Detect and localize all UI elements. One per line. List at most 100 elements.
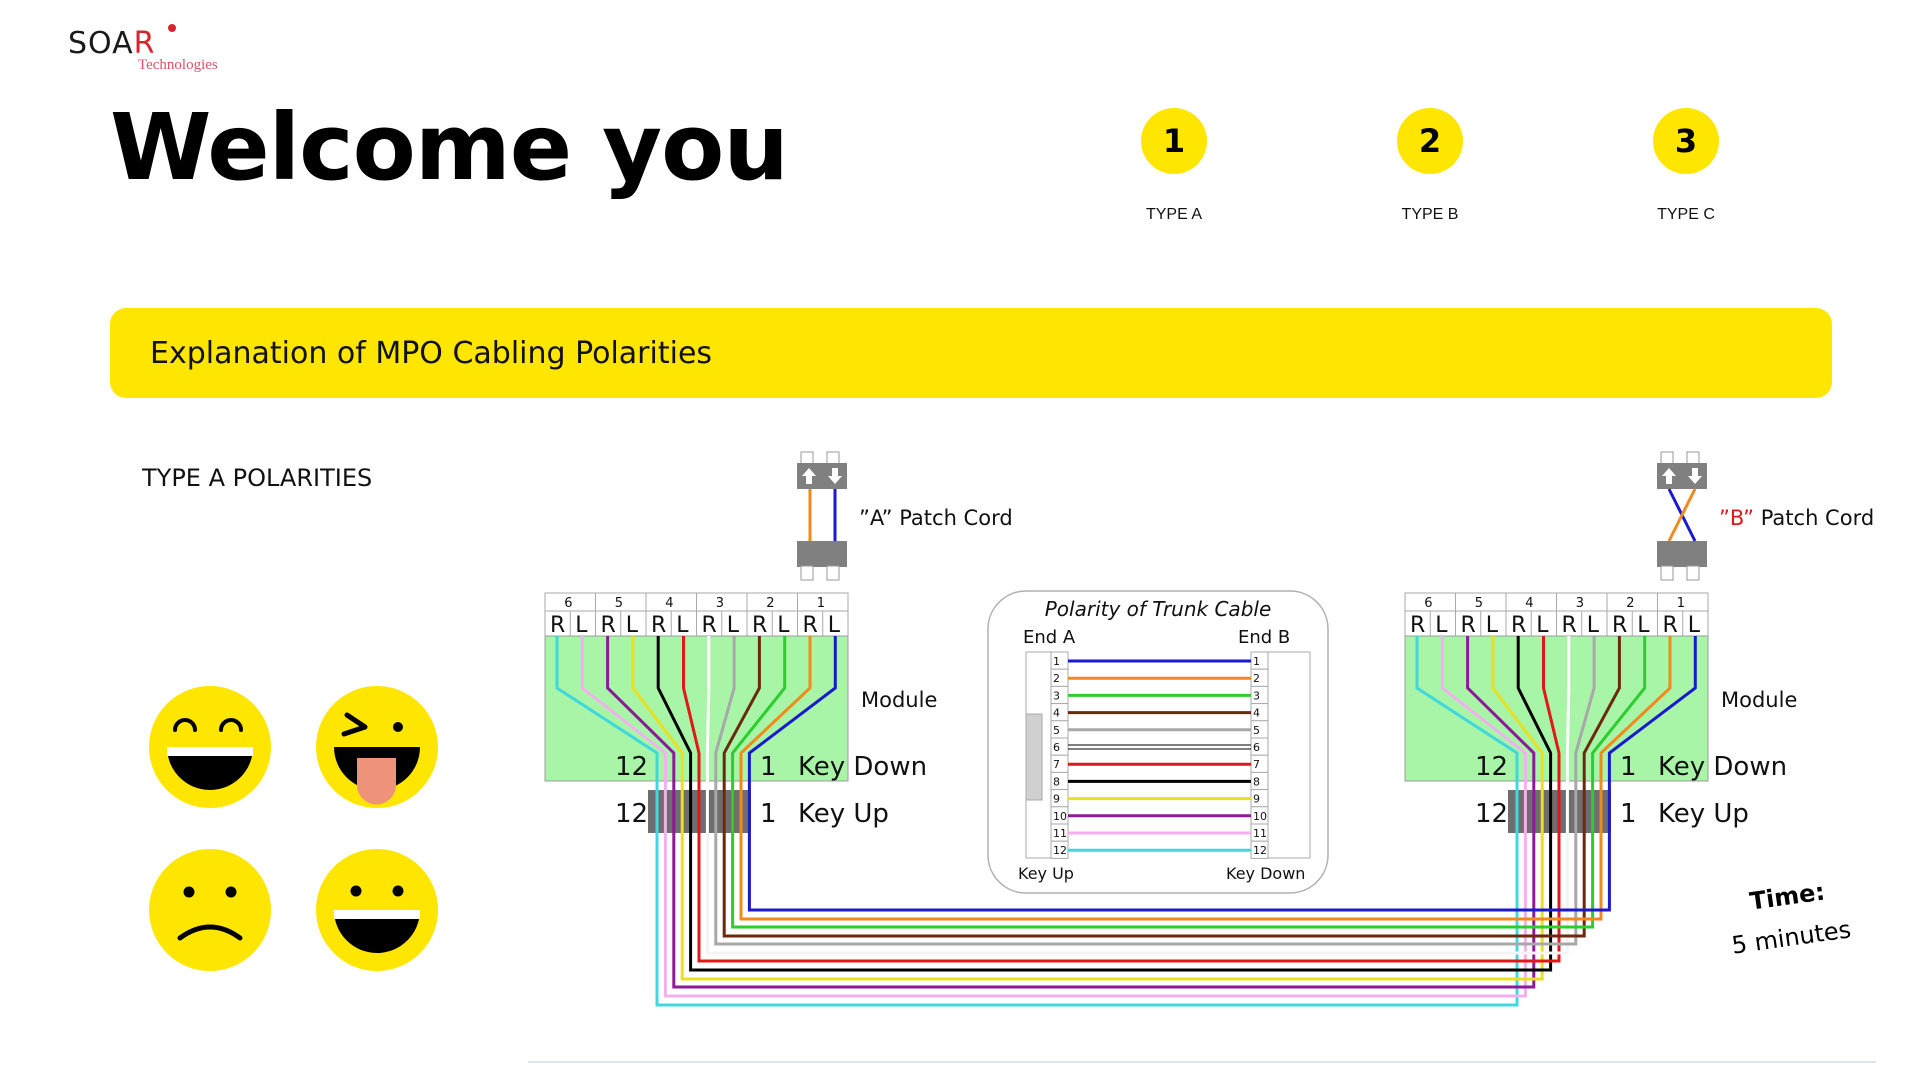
port-side-l: L (626, 613, 639, 638)
module-fiber (580, 636, 667, 833)
module-body (1404, 635, 1709, 782)
module-label: Module (1721, 688, 1797, 712)
module-fiber (1565, 636, 1571, 833)
port-side-r: R (550, 613, 565, 638)
module-fiber (1415, 636, 1519, 833)
patch-cord-ferrule (1660, 565, 1674, 581)
module-fiber (1466, 636, 1536, 833)
step-type-b[interactable]: 2 TYPE B (1370, 108, 1490, 224)
port-side-r: R (651, 613, 666, 638)
module-fiber (747, 636, 837, 833)
module-fiber (731, 636, 787, 833)
port-side-r: R (1562, 613, 1577, 638)
end-a-position-number: 10 (1053, 810, 1067, 823)
patch-cord (1657, 451, 1707, 581)
end-b-position-number: 8 (1253, 775, 1260, 788)
module-fiber (1582, 636, 1621, 833)
fiber-position-low: 1 (760, 752, 777, 782)
patch-cord-bottom-connector (1657, 541, 1707, 567)
fiber-position-high: 12 (1475, 752, 1508, 782)
trunk-box-frame (987, 590, 1329, 894)
module-fiber (631, 636, 684, 833)
port-side-r: R (1410, 613, 1425, 638)
fiber-position-high: 12 (615, 799, 648, 829)
port-number: 3 (716, 596, 724, 611)
port-side-r: R (601, 613, 616, 638)
section-banner: Explanation of MPO Cabling Polarities (110, 308, 1832, 398)
module-fiber (1591, 636, 1647, 833)
module-fiber (682, 636, 701, 833)
key-up-label: Key Up (1658, 799, 1749, 829)
patch-cord-ferrule (800, 565, 814, 581)
end-a-position-number: 1 (1053, 655, 1060, 668)
key-down-label: Key Down (1226, 864, 1305, 883)
patch-cord-bottom-connector (797, 541, 847, 567)
port-side-r: R (1612, 613, 1627, 638)
banner-text: Explanation of MPO Cabling Polarities (150, 336, 713, 371)
left-module: ”A” Patch Cord (544, 451, 1013, 833)
logo-brand: SOAR (68, 26, 156, 61)
patch-cord-ferrule (826, 565, 840, 581)
end-b-position-number: 9 (1253, 793, 1260, 806)
end-a-position-number: 2 (1053, 672, 1060, 685)
port-number: 6 (564, 596, 572, 611)
module-fiber (1440, 636, 1527, 833)
port-side-l: L (1637, 613, 1650, 638)
patch-cord-label: ”B” Patch Cord (1719, 506, 1874, 530)
end-b-position-number: 1 (1253, 655, 1260, 668)
logo-tagline: Technologies (138, 57, 218, 73)
key-down-label: Key Down (798, 752, 927, 782)
end-a-label: End A (1023, 627, 1076, 648)
section-subtitle: TYPE A POLARITIES (142, 464, 373, 492)
step-number-badge: 3 (1653, 108, 1719, 174)
end-b-position-number: 3 (1253, 689, 1260, 702)
port-number: 1 (817, 596, 825, 611)
trunk-fiber-3 (731, 833, 1595, 929)
arrow-down-icon (828, 468, 842, 484)
port-number: 5 (1475, 596, 1483, 611)
soar-logo: SOAR Technologies (68, 24, 238, 76)
end-a-position-number: 3 (1053, 689, 1060, 702)
port-side-r: R (1663, 613, 1678, 638)
end-a-position-number: 8 (1053, 775, 1060, 788)
module-fiber (1599, 636, 1672, 833)
sad-face-icon (149, 849, 271, 971)
trunk-fiber-4 (722, 833, 1586, 938)
end-a-position-number: 5 (1053, 724, 1060, 737)
end-a-position-number: 9 (1053, 793, 1060, 806)
port-side-l: L (1435, 613, 1448, 638)
module-fiber (705, 636, 711, 833)
port-side-l: L (828, 613, 841, 638)
module-fiber (714, 636, 736, 833)
port-side-l: L (777, 613, 790, 638)
module-fiber (1491, 636, 1544, 833)
trunk-fiber-8 (689, 833, 1553, 972)
end-a-position-number: 12 (1053, 844, 1067, 857)
end-a-position-number: 7 (1053, 758, 1060, 771)
port-side-l: L (1587, 613, 1600, 638)
right-module: ”B” Patch Cord (1404, 451, 1874, 833)
end-a-position-number: 6 (1053, 741, 1060, 754)
port-side-r: R (1511, 613, 1526, 638)
module-fiber (1542, 636, 1561, 833)
port-number: 3 (1576, 596, 1584, 611)
module-fiber (1574, 636, 1596, 833)
module-fiber (1607, 636, 1697, 833)
port-number: 2 (1626, 596, 1634, 611)
port-side-l: L (1486, 613, 1499, 638)
patch-cord-label: ”A” Patch Cord (859, 506, 1013, 530)
module-label: Module (861, 688, 937, 712)
module-fiber (1516, 636, 1553, 833)
step-type-a[interactable]: 1 TYPE A (1114, 108, 1234, 224)
port-side-r: R (1461, 613, 1476, 638)
trunk-fiber-6 (705, 833, 1569, 955)
fiber-position-high: 12 (1475, 799, 1508, 829)
port-number: 1 (1677, 596, 1685, 611)
logo-dot-icon (168, 24, 176, 32)
trunk-fiber-11 (663, 833, 1527, 998)
step-type-c[interactable]: 3 TYPE C (1626, 108, 1746, 224)
trunk-polarity-box: Polarity of Trunk Cable (987, 590, 1329, 894)
port-side-l: L (727, 613, 740, 638)
port-side-l: L (1536, 613, 1549, 638)
fiber-position-high: 12 (615, 752, 648, 782)
